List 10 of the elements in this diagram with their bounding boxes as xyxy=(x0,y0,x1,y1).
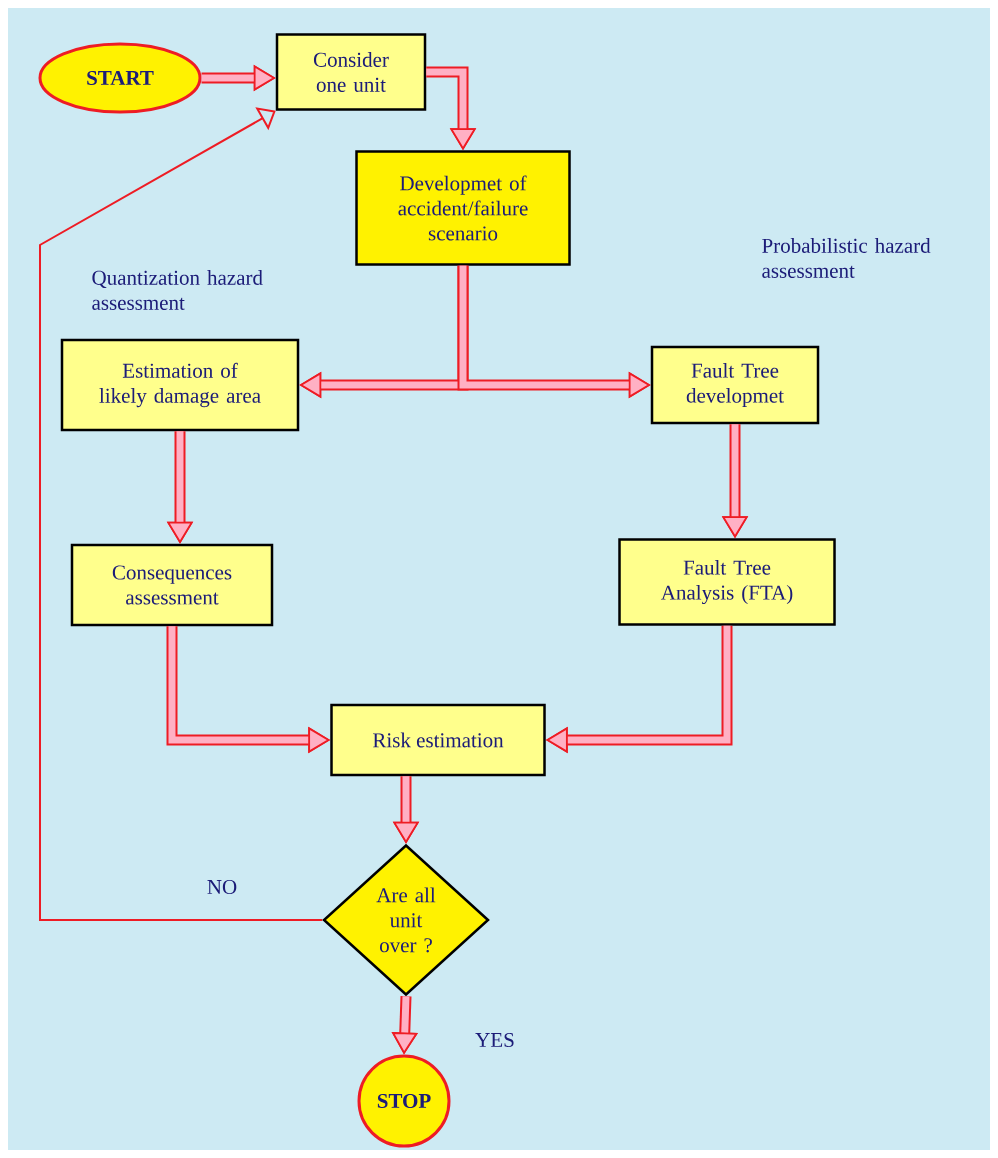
process-box: Developmet of accident/failure scenario xyxy=(355,150,571,266)
annotation-text: Probabilistic hazard assessment xyxy=(762,238,931,278)
process-box: Fault Tree Analysis (FTA) xyxy=(618,538,836,626)
process-box: Consider one unit xyxy=(275,33,427,111)
process-box: Estimation of likely damage area xyxy=(60,338,300,432)
process-box: Risk estimation xyxy=(330,703,546,777)
annotation-text: Quantization hazard assessment xyxy=(92,270,263,310)
arrow xyxy=(39,107,324,921)
process-box: Fault Tree developmet xyxy=(650,345,820,425)
process-box: Consequences assessment xyxy=(70,543,274,627)
